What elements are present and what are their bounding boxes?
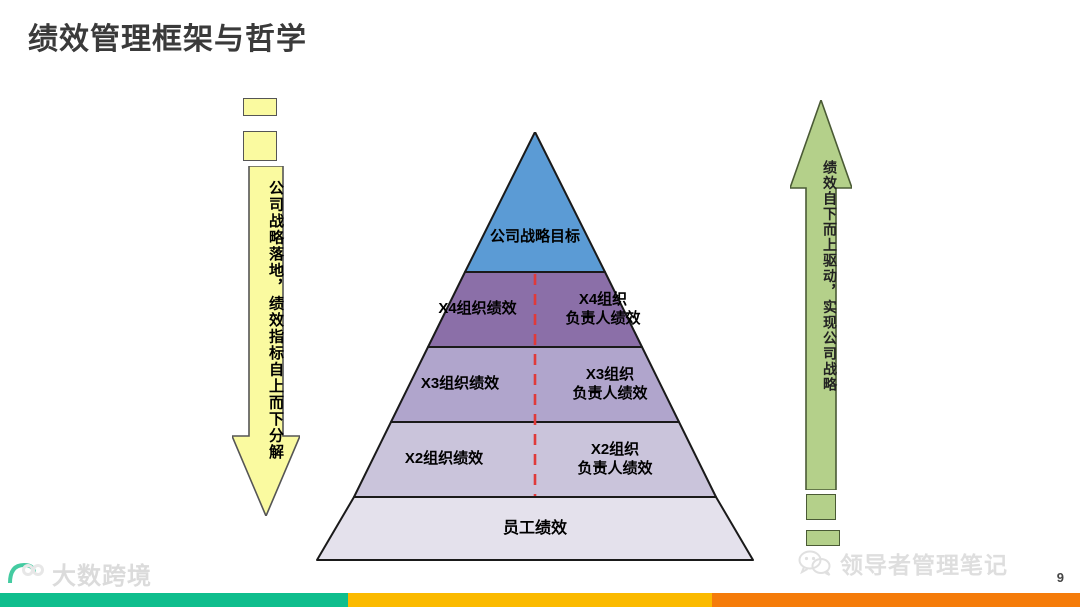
watermark-left: 大数跨境	[8, 556, 152, 591]
amber-segment	[348, 593, 712, 607]
page-title: 绩效管理框架与哲学	[28, 23, 307, 56]
yellow-chip-large	[243, 131, 277, 161]
page-number: 9	[1056, 570, 1064, 585]
green-chip-small	[806, 530, 840, 546]
pyramid-level-employee	[316, 496, 754, 561]
pyramid-level-apex	[464, 132, 606, 273]
yellow-arrow-shape	[230, 165, 302, 519]
watermark-left-text: 大数跨境	[52, 563, 152, 590]
downward-strategy-arrow	[230, 165, 302, 519]
orange-segment	[712, 593, 1080, 607]
teal-segment	[0, 593, 348, 607]
performance-pyramid: 公司战略目标 X4组织绩效 X4组织 负责人绩效 X3组织绩效 X3组织 负责人…	[265, 132, 805, 562]
watermark-right: 领导者管理笔记	[798, 546, 1008, 580]
upward-performance-arrow	[788, 97, 854, 491]
green-chip-large	[806, 494, 836, 520]
wechat-icon	[798, 550, 832, 576]
green-arrow-shape	[788, 97, 854, 491]
dsk-logo-icon	[8, 561, 46, 587]
watermark-right-text: 领导者管理笔记	[840, 552, 1008, 578]
bottom-color-bar	[0, 593, 1080, 607]
yellow-chip-small	[243, 98, 277, 116]
